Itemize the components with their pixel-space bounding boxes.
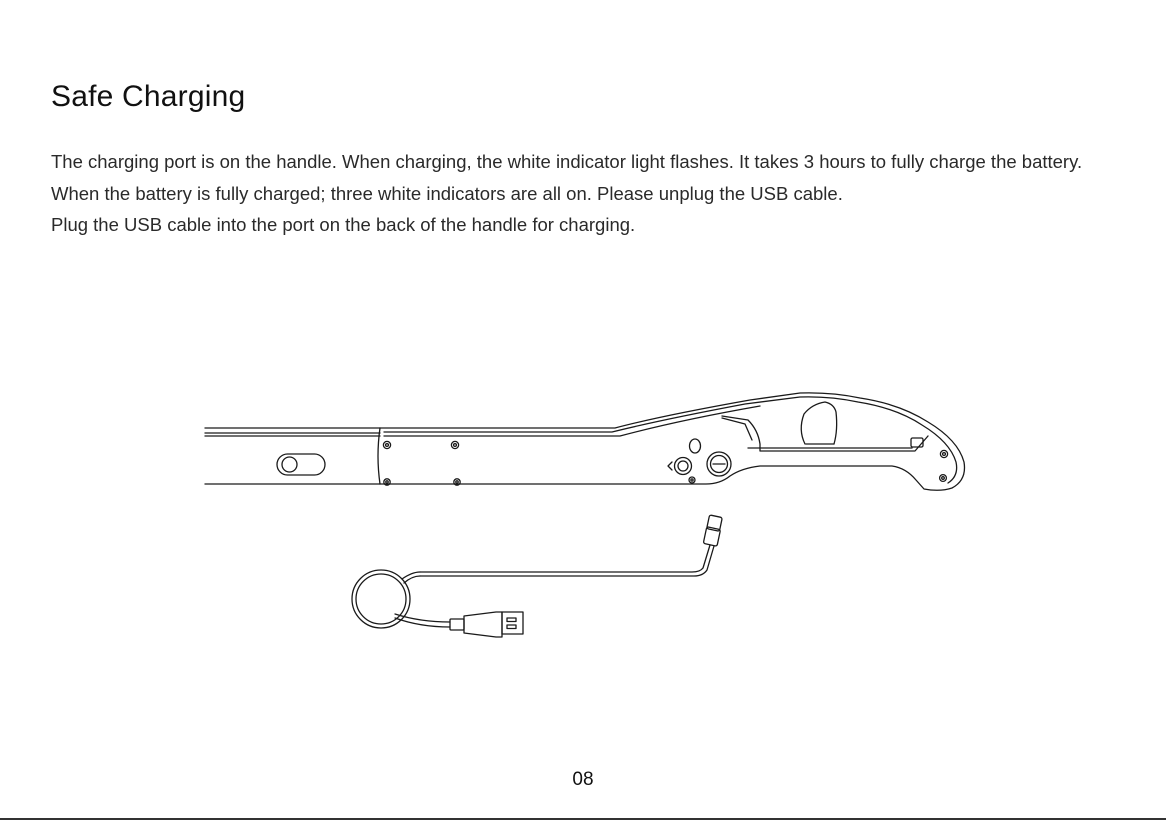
bottom-rule (0, 818, 1166, 820)
screw-icon (382, 440, 949, 486)
charging-description: The charging port is on the handle. When… (51, 151, 1083, 204)
charging-port-icon (667, 451, 732, 477)
plug-instruction: Plug the USB cable into the port on the … (51, 214, 636, 235)
usb-cable-icon (351, 514, 723, 638)
charging-illustration (204, 392, 966, 638)
instructions-text: The charging port is on the handle. When… (51, 146, 1111, 241)
page-number: 08 (572, 769, 594, 790)
handle-icon (204, 392, 966, 491)
page-title: Safe Charging (51, 80, 246, 113)
